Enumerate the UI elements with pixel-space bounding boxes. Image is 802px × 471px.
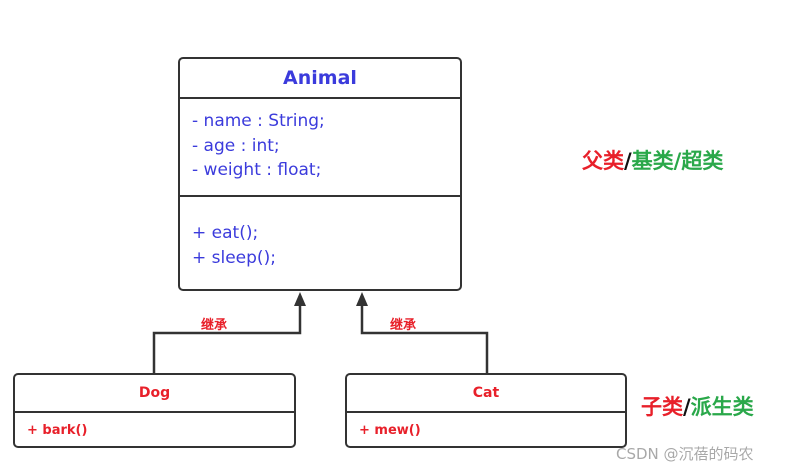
cat-methods-section: + mew() xyxy=(347,411,625,448)
class-name-cat: Cat xyxy=(472,385,500,401)
attribute-weight: - weight : float; xyxy=(192,160,322,180)
class-name-dog: Dog xyxy=(138,385,171,401)
term-separator: / xyxy=(624,149,632,173)
method-eat: + eat(); xyxy=(192,223,259,243)
term-sub-class: 子类 xyxy=(641,395,683,419)
parent-class-terms: 父类/基类/超类 xyxy=(582,145,723,175)
dog-arrowhead-icon xyxy=(294,292,306,306)
cat-arrowhead-icon xyxy=(356,292,368,306)
edge-label-dog: 继承 xyxy=(201,318,228,333)
method-bark: + bark() xyxy=(27,423,88,438)
term-parent-class: 父类 xyxy=(582,149,624,173)
edge-label-cat: 继承 xyxy=(390,318,417,333)
child-class-terms: 子类/派生类 xyxy=(641,391,754,421)
dog-inherit-line xyxy=(152,305,302,373)
attribute-age: - age : int; xyxy=(192,135,280,156)
attribute-name: - name : String; xyxy=(192,111,325,131)
methods-section: + eat(); + sleep(); xyxy=(180,195,460,289)
method-mew: + mew() xyxy=(359,423,421,438)
term-super-class: 超类 xyxy=(681,149,724,173)
dog-methods-section: + bark() xyxy=(15,411,294,448)
watermark: CSDN @沉蓓的码农 xyxy=(616,445,754,463)
term-base-class: 基类 xyxy=(631,149,674,173)
method-sleep: + sleep(); xyxy=(192,247,276,268)
class-box-dog: Dog + bark() xyxy=(13,373,296,448)
term-separator: / xyxy=(673,149,682,173)
term-derived-class: 派生类 xyxy=(690,395,754,419)
attributes-section: - name : String; - age : int; - weight :… xyxy=(180,97,460,195)
term-separator: / xyxy=(683,395,691,419)
cat-inherit-line xyxy=(360,305,489,373)
class-box-animal: Animal - name : String; - age : int; - w… xyxy=(178,57,462,291)
class-box-cat: Cat + mew() xyxy=(345,373,627,448)
class-name-animal: Animal xyxy=(283,67,357,89)
